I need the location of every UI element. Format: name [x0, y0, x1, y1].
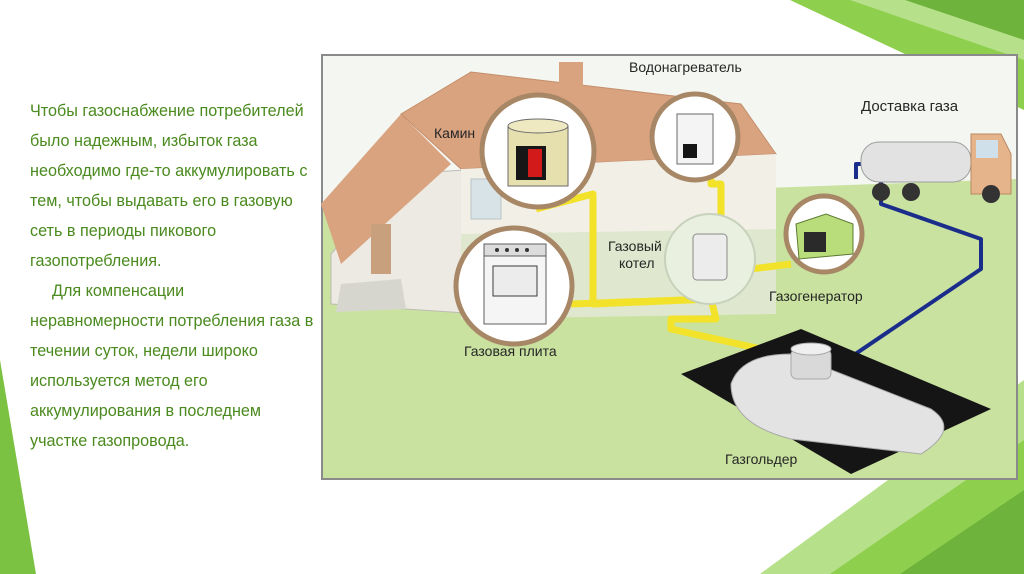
gas-boiler-illustration [664, 213, 756, 305]
water-heater-illustration [649, 91, 741, 183]
label-fireplace: Камин [434, 125, 476, 141]
gas-generator-illustration [783, 193, 865, 275]
diagram-illustration [321, 54, 1018, 480]
chimney [559, 62, 583, 96]
left-green-stripe [0, 360, 36, 574]
fireplace-illustration [479, 92, 597, 210]
label-water-heater: Водонагреватель [629, 59, 742, 75]
paragraph-1: Чтобы газоснабжение потребителей было на… [30, 102, 308, 270]
blue-gas-pipe [809, 162, 983, 386]
label-boiler-line1: Газовый [608, 238, 662, 254]
gas-supply-diagram: Водонагреватель Доставка газа Камин Газо… [321, 54, 1018, 480]
slide-text: Чтобы газоснабжение потребителей было на… [30, 96, 322, 456]
door [371, 224, 391, 274]
label-gasholder: Газгольдер [725, 451, 798, 467]
bottom-right-dark-band [900, 490, 1024, 574]
gas-stove-illustration [453, 225, 575, 347]
top-right-dark-band [905, 0, 1024, 40]
gasholder-tank [730, 342, 945, 455]
label-gas-stove: Газовая плита [464, 343, 557, 359]
label-boiler-line2: котел [619, 255, 655, 271]
house-roof-left [321, 114, 451, 264]
label-gas-delivery: Доставка газа [861, 98, 959, 115]
paragraph-2: Для компенсации неравномерности потребле… [30, 282, 314, 450]
porch-steps [336, 279, 406, 312]
label-generator: Газогенератор [769, 288, 863, 304]
gas-delivery-truck [860, 133, 1012, 203]
